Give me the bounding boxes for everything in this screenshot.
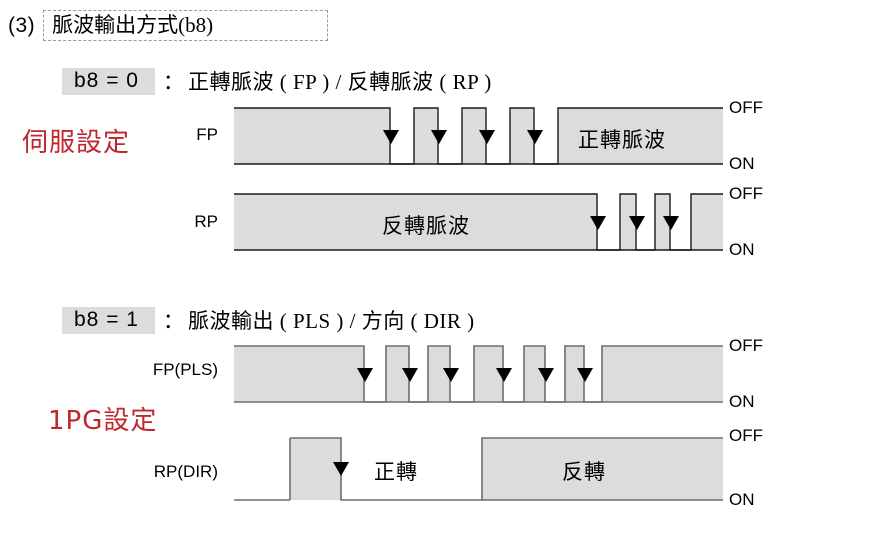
- signal-label-fp-pls: FP(PLS): [152, 360, 218, 379]
- signal-label-fp: FP: [196, 125, 218, 144]
- mode-description-0: 正轉脈波 ( FP ) / 反轉脈波 ( RP ): [187, 70, 492, 94]
- level-on-rp-dir: ON: [729, 490, 755, 509]
- signal-label-rp: RP: [194, 212, 218, 231]
- header-title-box: 脈波輸出方式(b8): [43, 10, 329, 42]
- waveform-rp-dir-label-reverse: 反轉: [562, 460, 606, 484]
- header-number: (3): [8, 13, 36, 37]
- level-on-rp: ON: [729, 240, 755, 259]
- header: (3) 脈波輸出方式(b8): [8, 10, 329, 42]
- signal-label-rp-dir: RP(DIR): [153, 462, 218, 481]
- mode-line-0: b8 = 0 ： 正轉脈波 ( FP ) / 反轉脈波 ( RP ): [62, 66, 492, 96]
- waveform-rp-inline-label: 反轉脈波: [382, 214, 470, 238]
- level-on-fp-pls: ON: [729, 392, 755, 411]
- level-off-fp: OFF: [729, 98, 763, 117]
- annotation-1pg: 1PG設定: [48, 406, 158, 436]
- falling-edge-arrows-fp-pls: [357, 368, 593, 382]
- level-off-rp-dir: OFF: [729, 426, 763, 445]
- falling-edge-arrow-rp-dir: [333, 462, 349, 476]
- waveform-fp-inline-label: 正轉脈波: [578, 128, 666, 152]
- falling-edge-arrows-fp: [383, 130, 543, 144]
- mode-line-1: b8 = 1 ： 脈波輸出 ( PLS ) / 方向 ( DIR ): [62, 305, 475, 335]
- mode-description-1: 脈波輸出 ( PLS ) / 方向 ( DIR ): [187, 309, 475, 333]
- falling-edge-arrows-rp: [590, 216, 679, 230]
- waveform-rp: [234, 193, 723, 251]
- waveform-fp-pls: [234, 345, 723, 403]
- annotation-servo: 伺服設定: [22, 128, 131, 158]
- level-off-fp-pls: OFF: [729, 336, 763, 355]
- mode-tag-b8-1: b8 = 1: [62, 306, 155, 334]
- level-on-fp: ON: [729, 154, 755, 173]
- level-off-rp: OFF: [729, 184, 763, 203]
- mode-separator-1: ：: [162, 309, 184, 333]
- waveform-fp: [234, 107, 723, 165]
- mode-separator-0: ：: [162, 70, 184, 94]
- waveform-rp-dir: [234, 437, 723, 501]
- mode-tag-b8-0: b8 = 0: [62, 67, 155, 95]
- waveform-rp-dir-label-forward: 正轉: [374, 460, 418, 484]
